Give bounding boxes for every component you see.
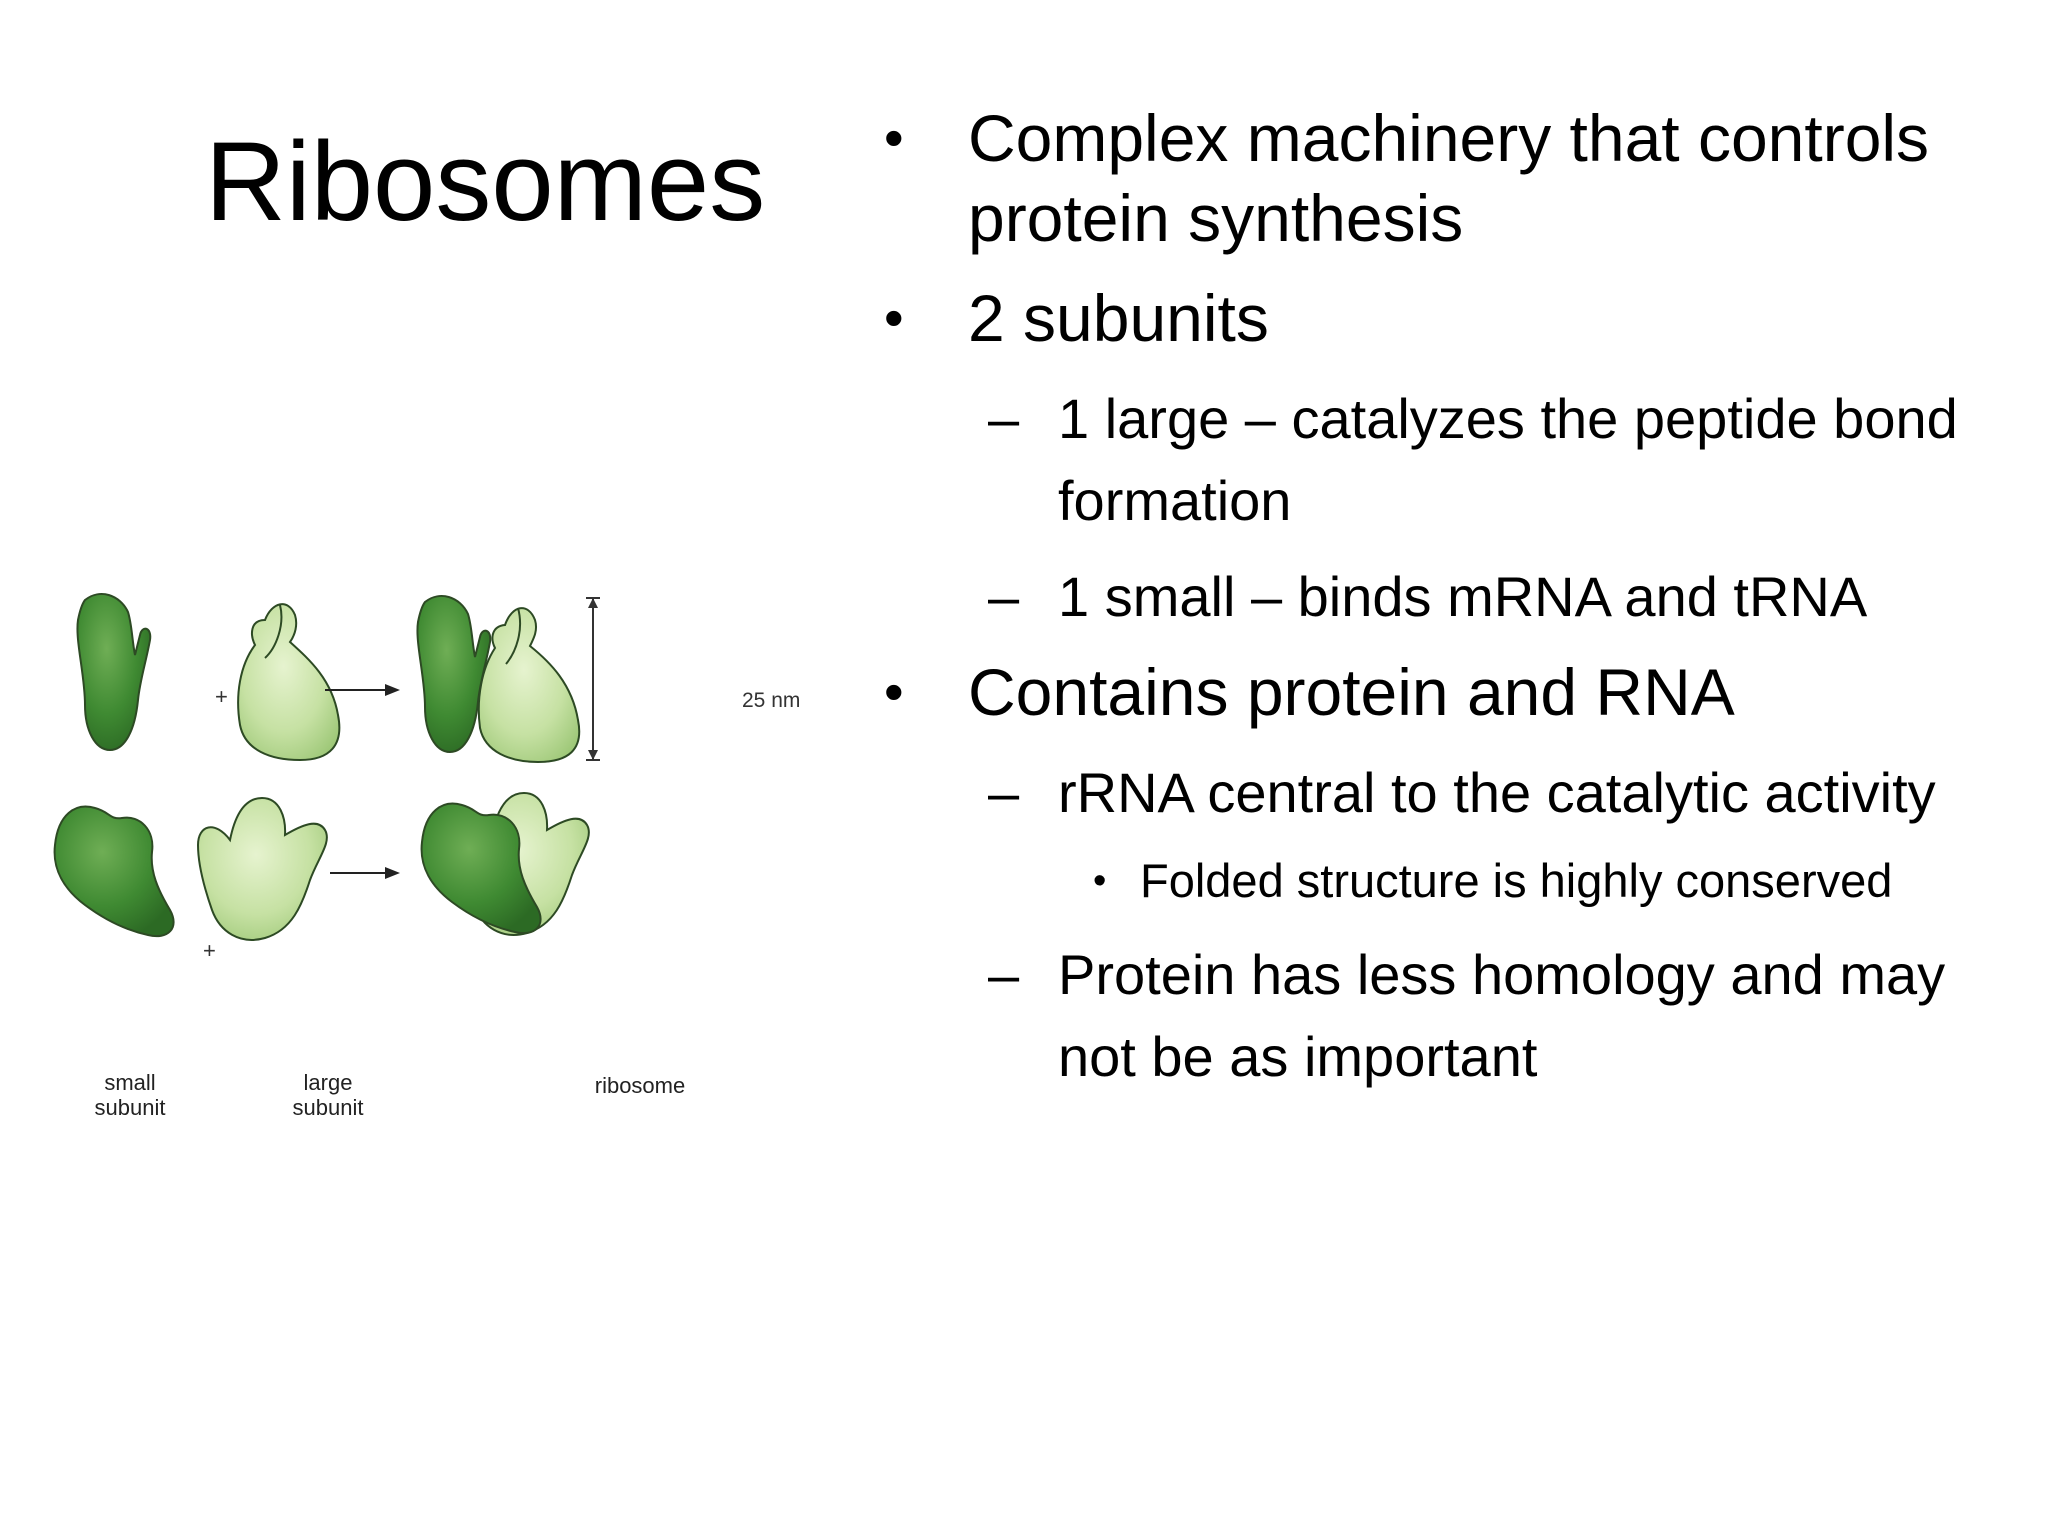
- ribosome-top-small: [416, 595, 492, 754]
- sub-bullet-item: – 1 large – catalyzes the peptide bond f…: [880, 378, 2030, 542]
- ribosome-bottom-small: [420, 802, 542, 935]
- ribosome-top-large: [477, 607, 581, 764]
- label-small-subunit: small subunit: [94, 1070, 166, 1121]
- sub-bullet-item: – 1 small – binds mRNA and tRNA: [880, 556, 2030, 638]
- dash-marker: –: [988, 387, 1020, 450]
- bullet-marker: •: [884, 286, 904, 349]
- sub-bullet-item: – rRNA central to the catalytic activity: [880, 752, 2030, 834]
- dash-marker: –: [988, 761, 1020, 824]
- sub-bullet-text: 1 small – binds mRNA and tRNA: [1058, 565, 1868, 628]
- large-subunit-bottom: [196, 796, 328, 941]
- slide-title: Ribosomes: [205, 119, 766, 244]
- sub-bullet-item: – Protein has less homology and may not …: [880, 934, 2030, 1098]
- bullet-item: • Contains protein and RNA: [880, 652, 2030, 732]
- bullet-text: 2 subunits: [968, 281, 1269, 355]
- bullet-list: • Complex machinery that controls protei…: [880, 98, 2030, 1112]
- dash-marker: –: [988, 565, 1020, 628]
- plus-sign-top: +: [215, 684, 228, 709]
- large-subunit-top: [237, 603, 341, 762]
- scale-label: 25 nm: [740, 689, 803, 712]
- dash-marker: –: [988, 943, 1020, 1006]
- sub-bullet-text: 1 large – catalyzes the peptide bond for…: [1058, 387, 1958, 532]
- ribosome-illustration: [53, 593, 600, 941]
- bullet-text: Complex machinery that controls protein …: [968, 101, 1930, 255]
- bullet-marker: •: [1093, 860, 1107, 902]
- sub-bullet-text: Protein has less homology and may not be…: [1058, 943, 1946, 1088]
- bullet-marker: •: [884, 106, 904, 169]
- label-large-subunit: large subunit: [292, 1070, 364, 1121]
- small-subunit-bottom: [53, 805, 175, 938]
- plus-sign-bottom: +: [203, 938, 216, 963]
- sub-bullet-text: rRNA central to the catalytic activity: [1058, 761, 1936, 824]
- sub-sub-bullet-text: Folded structure is highly conserved: [1140, 854, 1893, 907]
- bullet-item: • 2 subunits: [880, 278, 2030, 358]
- bullet-text: Contains protein and RNA: [968, 655, 1735, 729]
- label-ribosome: ribosome: [594, 1073, 686, 1098]
- bullet-item: • Complex machinery that controls protei…: [880, 98, 2030, 258]
- small-subunit-top: [76, 593, 152, 752]
- sub-sub-bullet-item: • Folded structure is highly conserved: [880, 848, 2030, 914]
- bullet-marker: •: [884, 660, 904, 723]
- ribosome-diagram: + + 25 nm small subunit large subunit ri…: [40, 580, 830, 1140]
